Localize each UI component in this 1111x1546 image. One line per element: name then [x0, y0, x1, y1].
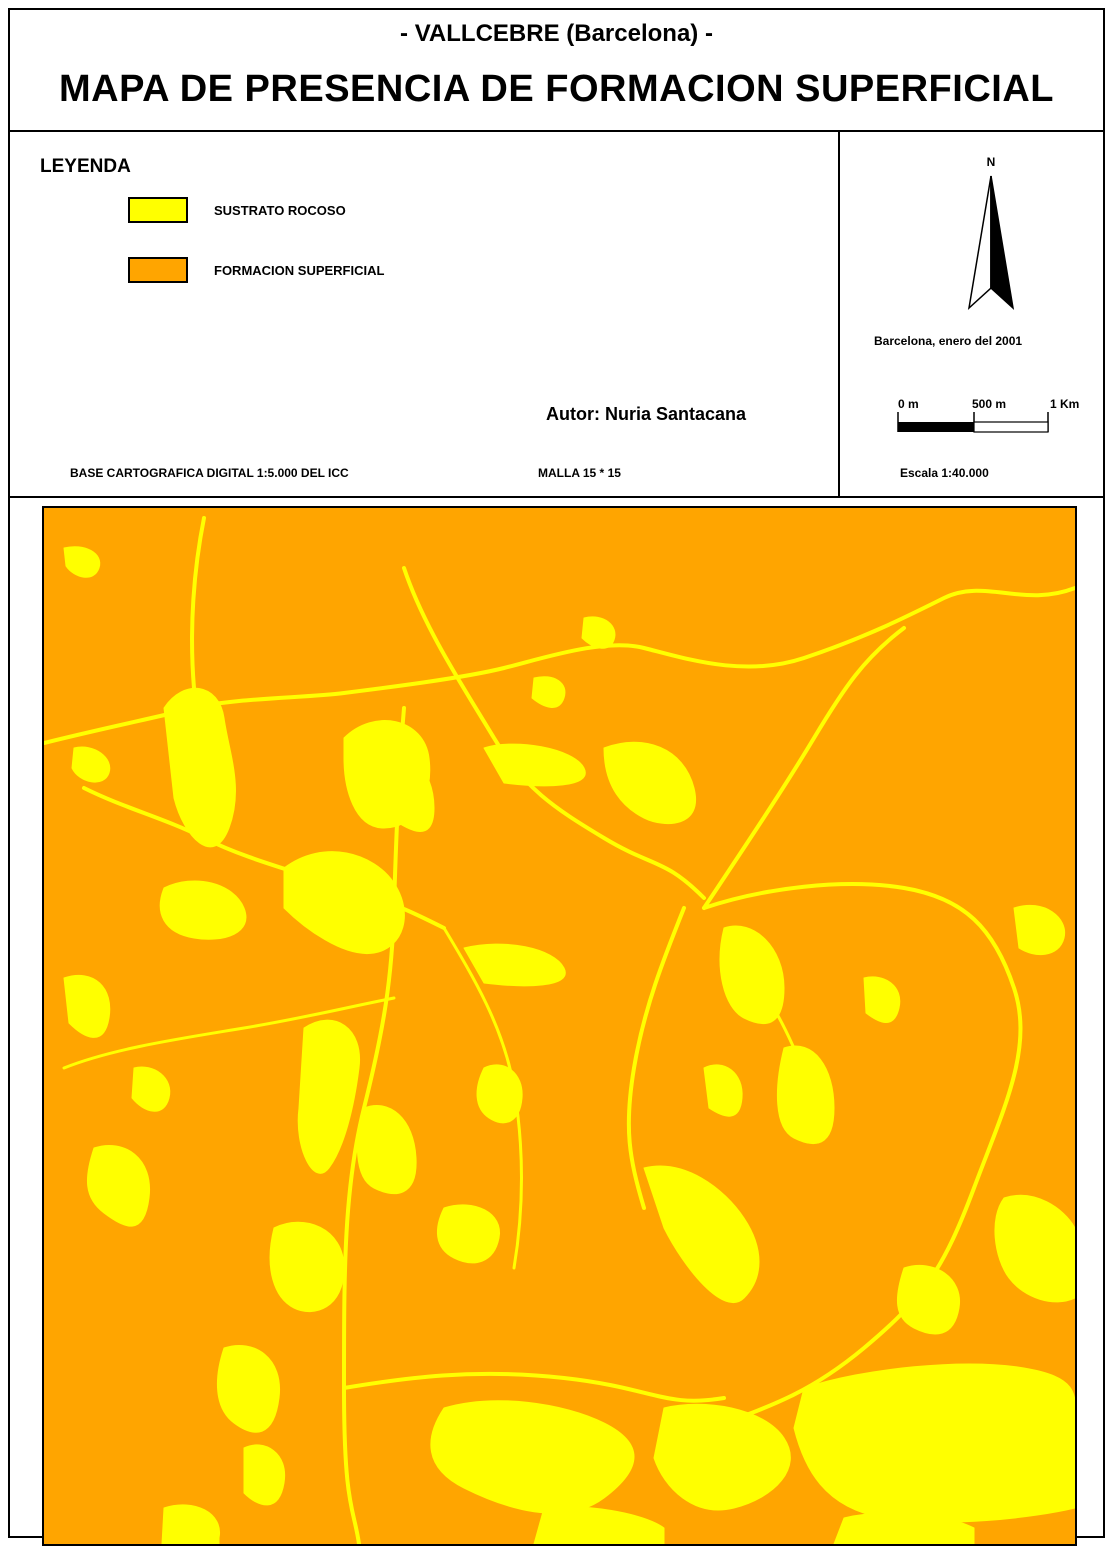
rock-outcrop: [163, 687, 236, 848]
scale-tick-500: 500 m: [972, 397, 1006, 411]
base-cartography-note: BASE CARTOGRAFICA DIGITAL 1:5.000 DEL IC…: [70, 466, 349, 480]
scale-text: Escala 1:40.000: [900, 466, 989, 480]
legend-label-sustrato: SUSTRATO ROCOSO: [214, 202, 346, 218]
rock-outcrop: [476, 1064, 523, 1124]
rock-outcrop: [269, 1221, 345, 1313]
rock-outcrop: [703, 1064, 743, 1117]
legend-label-formacion: FORMACION SUPERFICIAL: [214, 262, 385, 278]
rock-outcrop: [896, 1264, 960, 1335]
rock-outcrop: [777, 1045, 835, 1144]
rock-outcrop: [994, 1194, 1075, 1303]
rock-outcrop: [463, 943, 566, 987]
legend-swatch-sustrato: [128, 197, 188, 223]
map-canvas[interactable]: [44, 508, 1075, 1544]
scale-segment-filled: [898, 422, 974, 432]
rock-outcrop: [161, 1504, 220, 1544]
north-arrow-icon: N: [967, 155, 1015, 311]
drainage-line: [682, 882, 1023, 1440]
orientation-panel: N Barcelona, enero del 2001 0 m 500 m 1 …: [840, 130, 1103, 496]
map-subtitle: - VALLCEBRE (Barcelona) -: [400, 20, 713, 47]
rock-outcrop: [63, 974, 111, 1038]
drainage-line: [342, 1371, 726, 1403]
map-header: - VALLCEBRE (Barcelona) - MAPA DE PRESEN…: [10, 10, 1103, 132]
author-credit: Autor: Nuria Santacana: [546, 404, 747, 424]
scale-segment-empty: [973, 421, 1049, 433]
rock-outcrop: [159, 880, 247, 940]
rock-outcrop: [297, 1019, 361, 1174]
scale-tick-0: 0 m: [898, 397, 919, 411]
legend-swatch-formacion: [128, 257, 188, 283]
rock-outcrop: [283, 851, 405, 955]
map-sheet: - VALLCEBRE (Barcelona) - MAPA DE PRESEN…: [8, 8, 1105, 1546]
legend-title: LEYENDA: [40, 156, 131, 177]
rock-outcrop: [719, 925, 785, 1024]
place-date: Barcelona, enero del 2001: [874, 334, 1023, 348]
map-frame[interactable]: [42, 506, 1077, 1546]
rock-outcrop: [833, 1512, 975, 1544]
rock-outcrop: [531, 676, 566, 708]
rock-outcrop: [436, 1204, 500, 1264]
drainage-line: [626, 906, 686, 1210]
rock-outcrop: [793, 1363, 1075, 1523]
rock-outcrop: [581, 616, 616, 649]
rock-outcrop: [71, 746, 111, 783]
scale-tick-1km: 1 Km: [1050, 397, 1079, 411]
rock-outcrop: [1013, 904, 1066, 956]
rock-outcrop: [863, 976, 901, 1023]
info-panel: LEYENDA SUSTRATO ROCOSO FORMACION SUPERF…: [10, 130, 1103, 498]
rock-outcrop: [430, 1400, 635, 1514]
grid-size-note: MALLA 15 * 15: [538, 466, 621, 480]
legend-item-formacion: FORMACION SUPERFICIAL: [128, 256, 384, 284]
rock-outcrop: [373, 745, 435, 832]
rock-outcrop: [63, 546, 101, 578]
map-title: MAPA DE PRESENCIA DE FORMACION SUPERFICI…: [59, 68, 1054, 110]
rock-outcrop: [356, 1105, 417, 1194]
rock-outcrop: [643, 1165, 760, 1304]
rock-outcrop: [86, 1144, 151, 1227]
legend-item-sustrato: SUSTRATO ROCOSO: [128, 196, 346, 224]
drainage-line: [402, 566, 706, 900]
legend-panel: LEYENDA SUSTRATO ROCOSO FORMACION SUPERF…: [10, 130, 840, 496]
north-label: N: [987, 155, 996, 169]
rock-outcrop: [653, 1403, 791, 1511]
rock-outcrop: [483, 743, 586, 787]
rock-outcrop: [216, 1344, 281, 1433]
rock-outcrop: [533, 1506, 665, 1544]
scale-bar: 0 m 500 m 1 Km: [897, 397, 1079, 433]
rock-outcrop: [131, 1066, 171, 1112]
rock-outcrop: [603, 741, 697, 824]
drainage-line: [62, 996, 396, 1070]
drainage-line: [702, 626, 906, 910]
rock-outcrop: [243, 1444, 286, 1506]
